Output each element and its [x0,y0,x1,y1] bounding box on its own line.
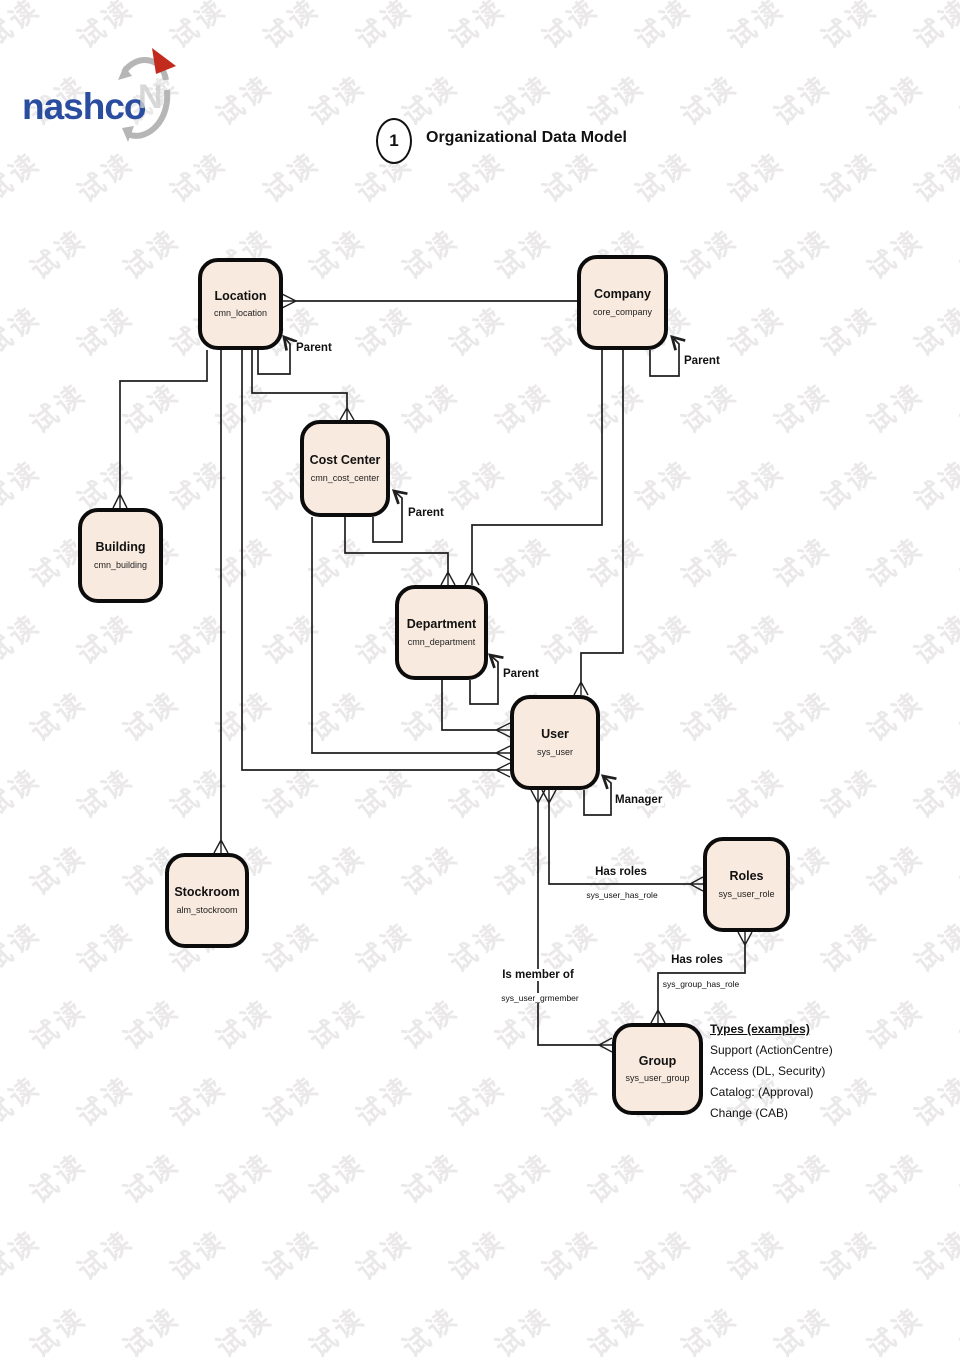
entity-roles-table: sys_user_role [718,888,775,899]
group-types-heading: Types (examples) [710,1022,810,1036]
entity-company: Company core_company [577,255,668,350]
group-types-list: Support (ActionCentre) Access (DL, Secur… [710,1040,850,1124]
entity-roles: Roles sys_user_role [703,837,790,932]
entity-company-label: Company [594,287,651,302]
entity-group: Group sys_user_group [612,1023,703,1115]
crow-foot-markers [112,293,753,1053]
entity-department: Department cmn_department [395,585,488,680]
entity-roles-label: Roles [729,869,764,884]
entity-department-label: Department [406,617,477,632]
group-type-item: Support (ActionCentre) [710,1043,833,1057]
nashco-logo: nashco N [18,46,178,151]
entity-company-table: core_company [592,306,653,317]
rel-group-has-roles-label: Has roles [669,954,725,966]
rel-parent-department: Parent [501,668,541,680]
rel-is-member-of-label: Is member of [500,969,576,981]
svg-text:N: N [138,78,163,116]
entity-building: Building cmn_building [78,508,163,603]
entity-building-label: Building [95,540,146,555]
rel-group-has-roles-table: sys_group_has_role [660,979,742,989]
group-type-item: Access (DL, Security) [710,1064,826,1078]
entity-user-label: User [541,727,569,742]
rel-parent-cost-center: Parent [406,507,446,519]
rel-user-has-roles-label: Has roles [593,866,649,878]
entity-cost-center: Cost Center cmn_cost_center [300,420,390,517]
entity-stockroom: Stockroom alm_stockroom [165,853,249,948]
entity-cost-center-label: Cost Center [309,453,381,468]
entity-location-label: Location [214,288,267,303]
nashco-logo-text: nashco [22,86,147,127]
rel-user-has-roles-table: sys_user_has_role [584,890,660,900]
page-title: Organizational Data Model [426,129,627,146]
entity-group-label: Group [638,1053,677,1068]
rel-parent-company: Parent [682,355,722,367]
entity-cost-center-table: cmn_cost_center [310,472,380,483]
entity-user-table: sys_user [536,746,573,757]
entity-department-table: cmn_department [407,636,476,647]
rel-parent-location: Parent [294,342,334,354]
entity-location: Location cmn_location [198,258,283,350]
rel-manager: Manager [613,794,665,806]
entity-group-table: sys_user_group [625,1073,690,1084]
entity-location-table: cmn_location [213,308,268,319]
group-type-item: Catalog: (Approval) [710,1085,814,1099]
entity-building-table: cmn_building [93,559,148,570]
group-type-item: Change (CAB) [710,1106,789,1120]
nashco-logo-icon: N [118,48,176,142]
entity-stockroom-table: alm_stockroom [176,904,238,915]
entity-user: User sys_user [510,695,600,790]
entity-stockroom-label: Stockroom [174,885,240,900]
step-number-badge: 1 [376,118,412,164]
rel-is-member-of-table: sys_user_grmember [499,993,581,1003]
group-types-notes: Types (examples) Support (ActionCentre) … [710,1019,850,1124]
